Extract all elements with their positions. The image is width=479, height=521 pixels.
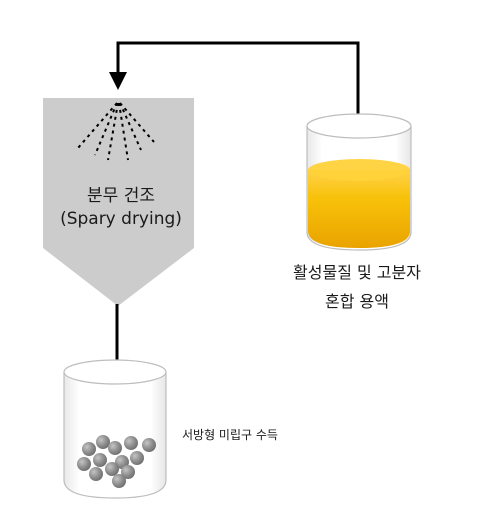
microsphere <box>77 457 91 471</box>
microsphere <box>121 465 135 479</box>
spray-dryer-label-en: (Spary drying) <box>60 209 182 229</box>
microspheres <box>77 435 156 488</box>
feed-arrowhead <box>109 72 127 90</box>
solution-beaker <box>306 113 412 251</box>
feed-line <box>116 41 360 130</box>
microsphere <box>142 438 156 452</box>
microsphere <box>89 467 103 481</box>
microsphere <box>112 474 126 488</box>
solution-label-line1: 활성물질 및 고분자 <box>293 263 421 282</box>
microsphere <box>108 441 122 455</box>
microsphere <box>105 462 119 476</box>
microsphere <box>96 435 110 449</box>
spray-nozzle-icon <box>77 102 155 161</box>
product-label: 서방형 미립구 수득 <box>182 428 278 442</box>
spray-dryer-label: 분무 건조 <box>87 186 155 206</box>
solution-liquid <box>308 170 410 248</box>
spray-dryer-body <box>43 98 194 306</box>
solution-label-line2: 혼합 용액 <box>325 292 389 311</box>
microsphere <box>130 451 144 465</box>
microsphere <box>93 453 107 467</box>
microsphere <box>82 442 96 456</box>
microsphere <box>124 436 138 450</box>
